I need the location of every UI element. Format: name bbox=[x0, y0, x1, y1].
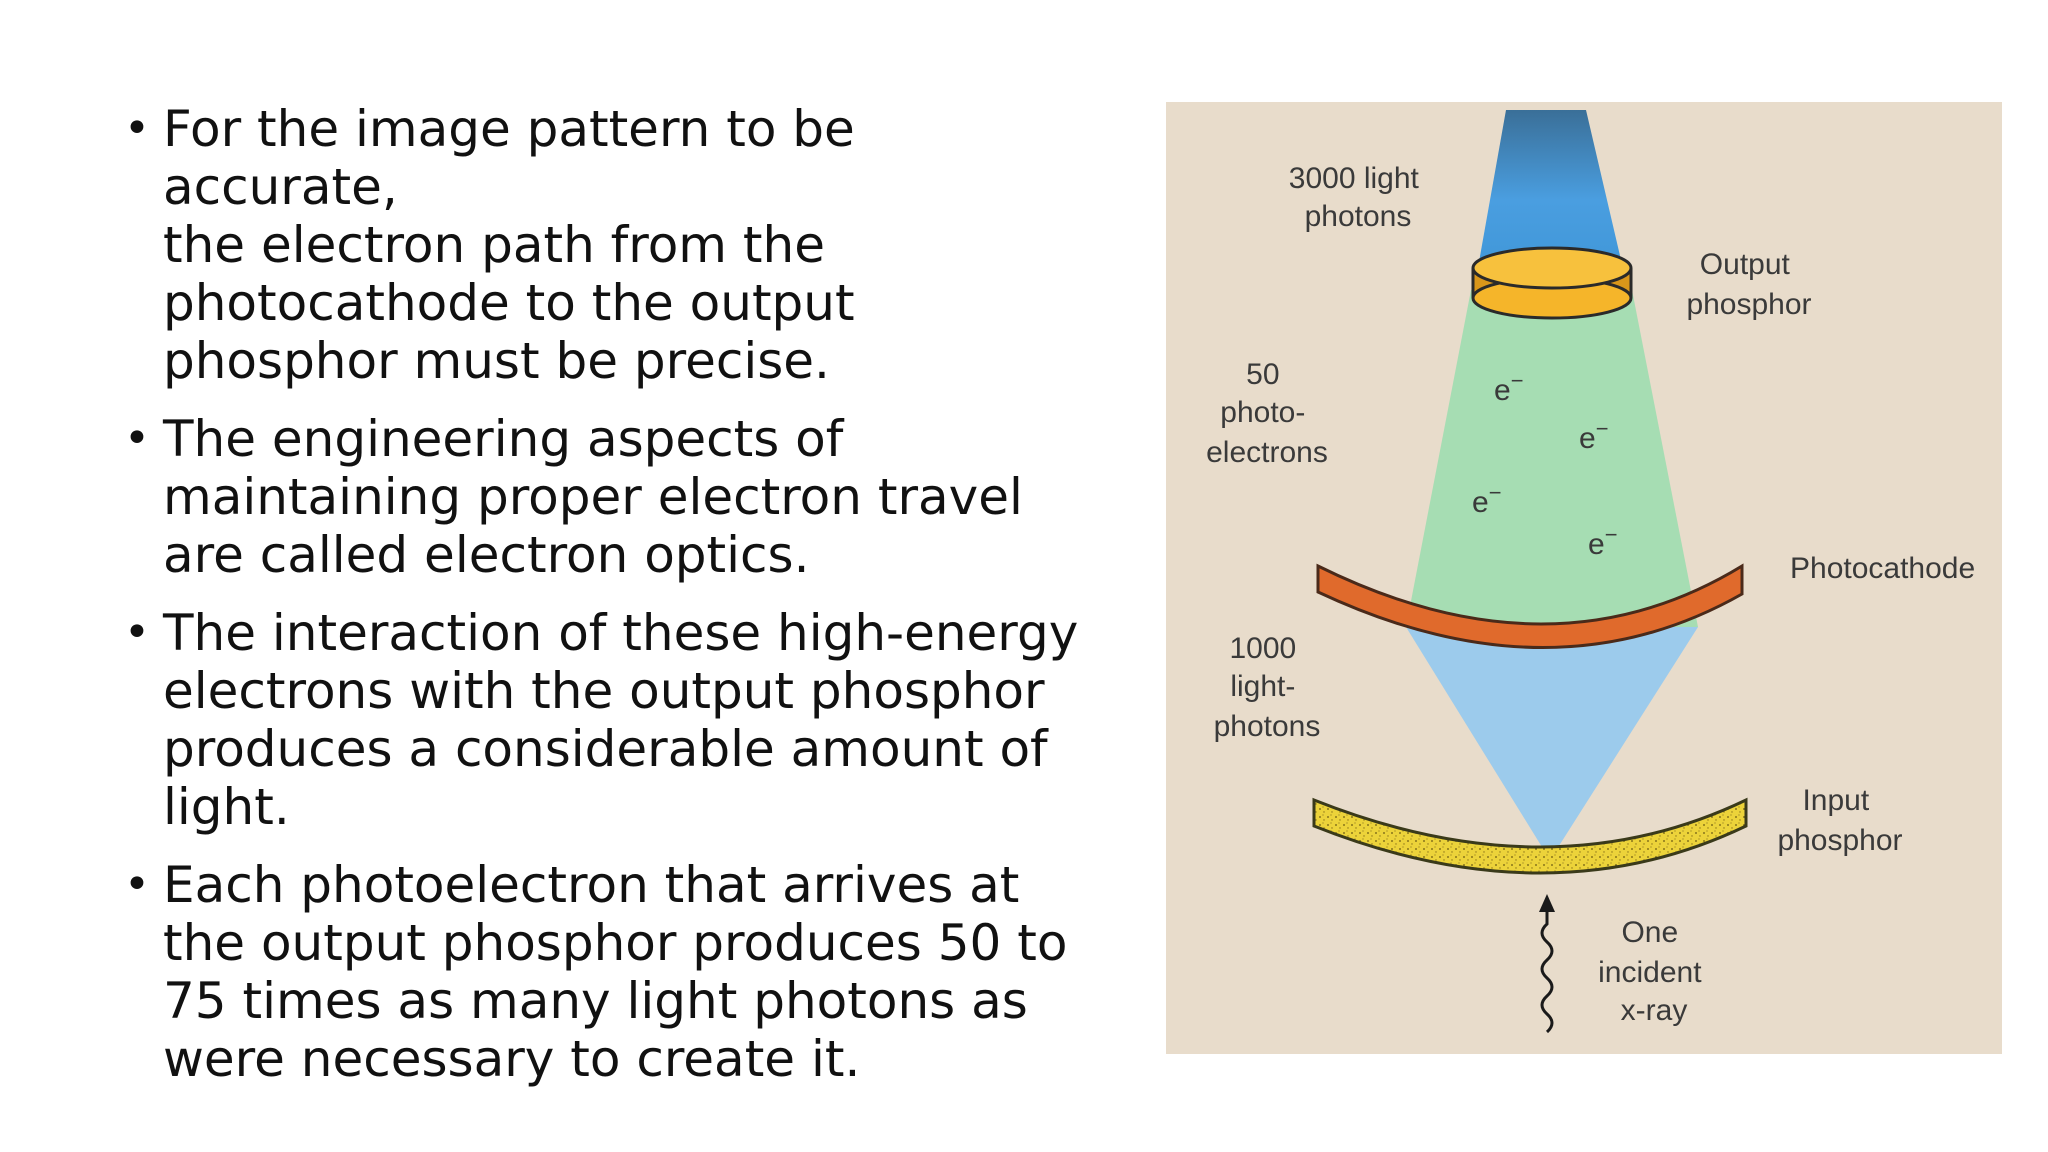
electron-symbol: e− bbox=[1494, 368, 1524, 407]
electron-symbol: e− bbox=[1588, 522, 1618, 561]
bullet-dot: • bbox=[124, 607, 150, 658]
bullet-dot: • bbox=[124, 859, 150, 910]
label-output-phosphor: Output phosphor bbox=[1686, 248, 1811, 321]
bullet-dot: • bbox=[124, 413, 150, 464]
bullet-item: • For the image pattern to be accurate, t… bbox=[118, 100, 1098, 390]
bullet-text: The interaction of these high-energy ele… bbox=[163, 604, 1079, 836]
label-input-phosphor: Input phosphor bbox=[1777, 784, 1902, 857]
input-phosphor-arc bbox=[1312, 797, 1748, 875]
incident-xray-arrow bbox=[1540, 908, 1554, 1034]
electron-markers: e− e− e− e− bbox=[1472, 368, 1618, 561]
photocathode-arc bbox=[1316, 563, 1744, 649]
bullet-item: • Each photoelectron that arrives at the … bbox=[118, 856, 1098, 1088]
bullet-text: Each photoelectron that arrives at the o… bbox=[163, 856, 1068, 1088]
label-3000-light-photons: 3000 light photons bbox=[1289, 162, 1427, 233]
bullet-text: The engineering aspects of maintaining p… bbox=[163, 410, 1023, 584]
electron-cone bbox=[1406, 290, 1698, 627]
bullet-dot: • bbox=[124, 103, 150, 154]
label-one-incident-xray: One incident x-ray bbox=[1598, 916, 1710, 1027]
electron-symbol: e− bbox=[1579, 416, 1609, 455]
label-50-photoelectrons: 50 photo- electrons bbox=[1206, 358, 1328, 469]
electron-symbol: e− bbox=[1472, 480, 1502, 519]
label-photocathode: Photocathode bbox=[1790, 552, 1975, 585]
bullet-item: • The interaction of these high-energy el… bbox=[118, 604, 1098, 836]
output-light-beam bbox=[1474, 110, 1628, 290]
bullet-text: For the image pattern to be accurate, th… bbox=[163, 100, 855, 390]
arrow-head bbox=[1539, 894, 1555, 912]
output-phosphor-disc bbox=[1471, 246, 1633, 320]
light-photon-cone bbox=[1406, 627, 1698, 860]
image-intensifier-diagram: e− e− e− e− 3000 light photons Output ph… bbox=[1166, 102, 2002, 1054]
label-1000-light-photons: 1000 light- photons bbox=[1214, 632, 1321, 743]
bullet-item: • The engineering aspects of maintaining … bbox=[118, 410, 1098, 584]
bullet-list: • For the image pattern to be accurate, t… bbox=[118, 100, 1098, 1108]
